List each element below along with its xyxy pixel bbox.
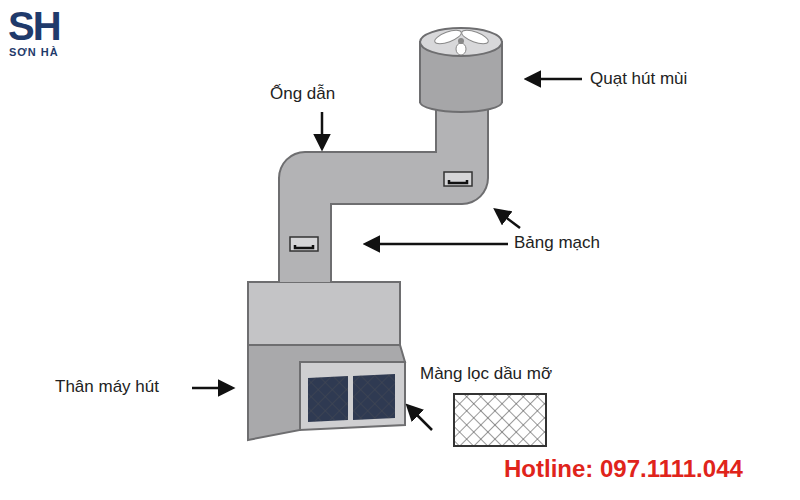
grease-filter — [454, 394, 546, 446]
hood-filter — [308, 376, 348, 422]
logo-text: SƠN HÀ — [9, 46, 59, 59]
fan-blades — [433, 28, 490, 55]
part-name: Thân máy hút — [55, 377, 159, 397]
part-name: Màng lọc dầu mỡ — [420, 364, 552, 384]
hood-filter-mesh — [308, 376, 348, 422]
leader-arrows — [192, 79, 582, 430]
hood-body-top — [248, 282, 400, 345]
hood-front — [300, 362, 405, 430]
hood-neck — [280, 270, 330, 282]
hood-filter — [353, 374, 395, 420]
hotline-text: Hotline: 097.1111.044 — [504, 455, 743, 484]
circuit-board-mark — [295, 245, 313, 248]
part-name: Bảng mạch — [514, 233, 600, 253]
logo-mark: SH — [8, 6, 60, 46]
circuit-board — [290, 237, 318, 251]
circuit-board-mark — [449, 180, 467, 183]
hood-filter-mesh — [353, 374, 395, 420]
part-name: Quạt hút mùi — [590, 69, 687, 89]
duct-outline — [305, 95, 462, 285]
duct — [305, 95, 462, 285]
hood-body-side — [248, 345, 405, 440]
fan-top — [420, 28, 502, 56]
grease-filter-mesh — [455, 395, 545, 445]
part-name: Ống dẫn — [270, 84, 335, 104]
circuit-board — [444, 172, 472, 186]
fan-housing-fill — [421, 85, 501, 102]
fan-hub — [458, 38, 464, 44]
